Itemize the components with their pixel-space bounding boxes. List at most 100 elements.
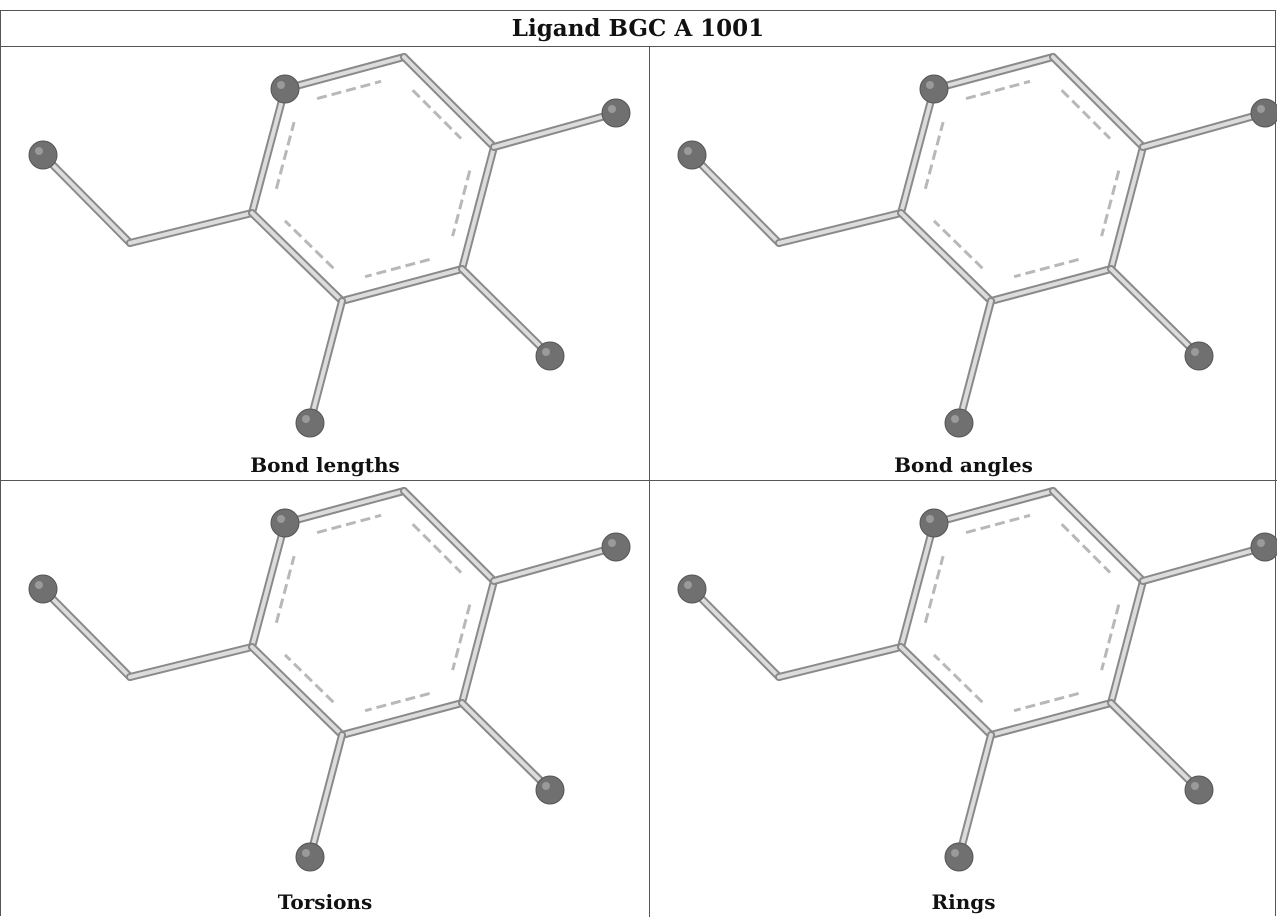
bond bbox=[1109, 145, 1145, 271]
atom-highlight bbox=[35, 147, 43, 155]
aromatic-bond bbox=[364, 691, 431, 713]
bond bbox=[250, 87, 287, 215]
bond bbox=[899, 645, 993, 737]
bond bbox=[1051, 489, 1145, 583]
bond bbox=[41, 153, 132, 245]
bond bbox=[402, 489, 496, 583]
atom-sphere bbox=[295, 408, 325, 438]
atom-sphere bbox=[919, 508, 949, 538]
atom-sphere bbox=[1250, 98, 1277, 128]
atom-sphere bbox=[919, 74, 949, 104]
bond bbox=[250, 521, 287, 649]
atom-sphere bbox=[535, 775, 565, 805]
atom-sphere bbox=[944, 842, 974, 872]
bond bbox=[308, 733, 344, 859]
aromatic-bond bbox=[1060, 523, 1112, 574]
aromatic-bond bbox=[1060, 89, 1112, 140]
atom-highlight bbox=[542, 348, 550, 356]
atom-highlight bbox=[1191, 782, 1199, 790]
figure-title: Ligand BGC A 1001 bbox=[511, 15, 765, 42]
bond bbox=[1109, 579, 1145, 705]
bond bbox=[957, 299, 993, 425]
atom-highlight bbox=[951, 849, 959, 857]
aromatic-bond bbox=[965, 79, 1031, 101]
atom-highlight bbox=[1257, 105, 1265, 113]
horizontal-divider bbox=[1, 480, 1277, 481]
aromatic-bond bbox=[364, 257, 431, 279]
atom-sphere bbox=[270, 508, 300, 538]
bond bbox=[492, 111, 618, 149]
molecule-render bbox=[677, 53, 1277, 438]
atom-sphere bbox=[677, 574, 707, 604]
bond bbox=[690, 587, 781, 679]
atom-sphere bbox=[677, 140, 707, 170]
panel-caption: Bond lengths bbox=[250, 453, 400, 477]
panel-grid: Bond lengths Bond angles Torsions Rings bbox=[0, 46, 1277, 917]
bond bbox=[460, 267, 552, 358]
atom-highlight bbox=[277, 81, 285, 89]
aromatic-bond bbox=[283, 653, 335, 704]
bond bbox=[899, 521, 936, 649]
bond bbox=[250, 645, 344, 737]
atom-highlight bbox=[542, 782, 550, 790]
atom-sphere bbox=[601, 532, 631, 562]
atom-sphere bbox=[1184, 775, 1214, 805]
atom-highlight bbox=[608, 105, 616, 113]
atom-highlight bbox=[302, 849, 310, 857]
atom-highlight bbox=[277, 515, 285, 523]
atom-sphere bbox=[535, 341, 565, 371]
bond bbox=[128, 645, 254, 679]
molecule-render bbox=[677, 487, 1277, 872]
bond bbox=[340, 701, 464, 737]
atom-highlight bbox=[684, 581, 692, 589]
atom-highlight bbox=[926, 515, 934, 523]
atom-highlight bbox=[302, 415, 310, 423]
atom-highlight bbox=[951, 415, 959, 423]
atom-highlight bbox=[1257, 539, 1265, 547]
bond bbox=[283, 55, 406, 91]
atom-sphere bbox=[944, 408, 974, 438]
bond bbox=[899, 211, 993, 303]
atom-sphere bbox=[295, 842, 325, 872]
bond bbox=[460, 145, 496, 271]
bond bbox=[989, 701, 1113, 737]
atom-highlight bbox=[926, 81, 934, 89]
title-row: Ligand BGC A 1001 bbox=[0, 10, 1276, 46]
molecule-render bbox=[28, 53, 631, 438]
bond bbox=[690, 153, 781, 245]
bond bbox=[899, 87, 936, 215]
aromatic-bond bbox=[411, 523, 463, 574]
bond bbox=[932, 489, 1055, 525]
bond bbox=[1141, 545, 1267, 583]
aromatic-bond bbox=[923, 121, 945, 190]
bond bbox=[283, 489, 406, 525]
bond bbox=[989, 267, 1113, 303]
bond bbox=[460, 701, 552, 792]
atom-highlight bbox=[608, 539, 616, 547]
bond bbox=[957, 733, 993, 859]
atom-sphere bbox=[1250, 532, 1277, 562]
bond bbox=[308, 299, 344, 425]
bond bbox=[250, 211, 344, 303]
atom-sphere bbox=[28, 574, 58, 604]
aromatic-bond bbox=[1100, 604, 1121, 671]
bond bbox=[460, 579, 496, 705]
bond bbox=[932, 55, 1055, 91]
bond bbox=[492, 545, 618, 583]
aromatic-bond bbox=[283, 219, 335, 270]
vertical-divider bbox=[649, 47, 650, 917]
atom-sphere bbox=[601, 98, 631, 128]
bond bbox=[1109, 701, 1201, 792]
panel-caption: Rings bbox=[931, 890, 996, 914]
aromatic-bond bbox=[316, 513, 382, 535]
aromatic-bond bbox=[274, 555, 296, 624]
panel-bond-angles: Bond angles bbox=[650, 47, 1277, 480]
atom-highlight bbox=[35, 581, 43, 589]
atom-highlight bbox=[1191, 348, 1199, 356]
aromatic-bond bbox=[411, 89, 463, 140]
panel-torsions: Torsions bbox=[1, 481, 649, 917]
aromatic-bond bbox=[274, 121, 296, 190]
panel-caption: Torsions bbox=[277, 890, 373, 914]
bond bbox=[1141, 111, 1267, 149]
